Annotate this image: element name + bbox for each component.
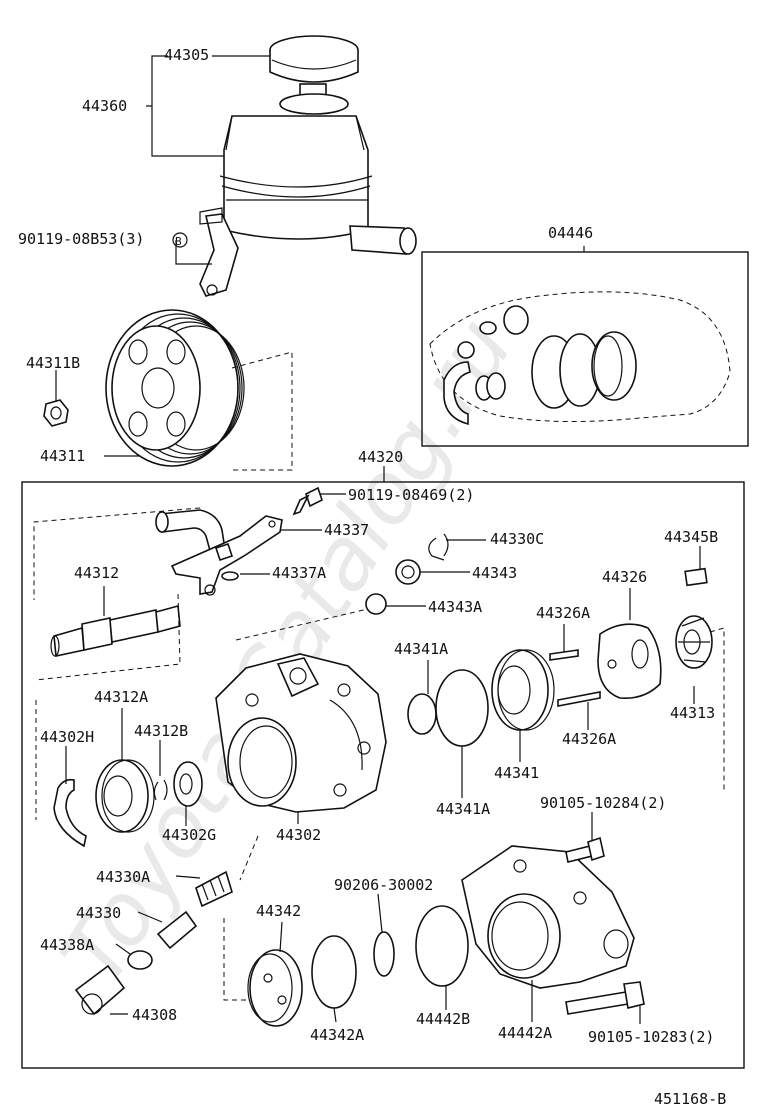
label-44341: 44341 bbox=[494, 764, 539, 782]
label-44326A-top: 44326A bbox=[536, 604, 590, 622]
dash-rear bbox=[223, 918, 248, 1001]
shaft-drawing bbox=[50, 604, 181, 657]
part-labels: 44305 44360 90119-08B53(3) B 44311B 4431… bbox=[18, 46, 726, 1108]
label-44345B: 44345B bbox=[664, 528, 718, 546]
label-44342: 44342 bbox=[256, 902, 301, 920]
bolt-90119-08469-drawing bbox=[292, 486, 323, 516]
side-plate-drawing bbox=[597, 623, 662, 700]
label-44311B: 44311B bbox=[26, 354, 80, 372]
label-90105-10284: 90105-10284(2) bbox=[540, 794, 666, 812]
label-44330A: 44330A bbox=[96, 868, 150, 886]
reservoir-tank-drawing bbox=[199, 35, 417, 297]
dash-left-top bbox=[33, 507, 201, 600]
label-04446: 04446 bbox=[548, 224, 593, 242]
label-44338A: 44338A bbox=[40, 936, 94, 954]
label-44337: 44337 bbox=[324, 521, 369, 539]
suction-port-drawing bbox=[155, 509, 283, 596]
bolt-90105-10284-drawing bbox=[565, 836, 605, 863]
label-44442B: 44442B bbox=[416, 1010, 470, 1028]
label-ref-B: B bbox=[175, 235, 182, 248]
label-44330C: 44330C bbox=[490, 530, 544, 548]
label-90105-10283: 90105-10283(2) bbox=[588, 1028, 714, 1046]
label-90206-30002: 90206-30002 bbox=[334, 876, 433, 894]
label-44311: 44311 bbox=[40, 447, 85, 465]
pulley-drawing bbox=[43, 309, 245, 467]
rear-body-drawing bbox=[247, 905, 469, 1027]
label-44313: 44313 bbox=[670, 704, 715, 722]
rotor-drawing bbox=[675, 567, 713, 669]
upper-middle-parts-drawing bbox=[365, 533, 489, 747]
label-44341A-top: 44341A bbox=[394, 640, 448, 658]
label-44302G: 44302G bbox=[162, 826, 216, 844]
cam-ring-drawing bbox=[491, 649, 555, 731]
label-90119-08B53: 90119-08B53(3) bbox=[18, 230, 144, 248]
label-44320: 44320 bbox=[358, 448, 403, 466]
label-44312B: 44312B bbox=[134, 722, 188, 740]
flow-valve-drawing bbox=[74, 870, 233, 1016]
label-44341A-bottom: 44341A bbox=[436, 800, 490, 818]
bolt-90105-10283-drawing bbox=[565, 981, 645, 1015]
rear-cover-drawing bbox=[461, 845, 635, 989]
label-44343: 44343 bbox=[472, 564, 517, 582]
label-44302: 44302 bbox=[276, 826, 321, 844]
diagram-id: 451168-B bbox=[654, 1090, 726, 1108]
label-44326A-bottom: 44326A bbox=[562, 730, 616, 748]
label-44312A: 44312A bbox=[94, 688, 148, 706]
pump-housing-drawing bbox=[215, 653, 387, 813]
label-44342A: 44342A bbox=[310, 1026, 364, 1044]
label-44337A: 44337A bbox=[272, 564, 326, 582]
bearing-drawing bbox=[53, 759, 203, 848]
pulley-dash bbox=[231, 351, 293, 471]
label-44360: 44360 bbox=[82, 97, 127, 115]
label-44312: 44312 bbox=[74, 564, 119, 582]
label-44343A: 44343A bbox=[428, 598, 482, 616]
label-44442A: 44442A bbox=[498, 1024, 552, 1042]
leader-lines bbox=[55, 55, 701, 1024]
label-44302H: 44302H bbox=[40, 728, 94, 746]
label-44305: 44305 bbox=[164, 46, 209, 64]
label-44326: 44326 bbox=[602, 568, 647, 586]
ref-circle-B bbox=[172, 232, 188, 248]
dash-right bbox=[709, 627, 725, 790]
label-90119-08469: 90119-08469(2) bbox=[348, 486, 474, 504]
seal-kit-frame bbox=[421, 251, 749, 447]
seal-kit-drawing bbox=[429, 291, 731, 426]
dash-valve bbox=[239, 835, 259, 881]
label-44330: 44330 bbox=[76, 904, 121, 922]
pins-drawing bbox=[549, 649, 601, 707]
pump-assy-frame bbox=[21, 481, 745, 1069]
dash-shaft bbox=[35, 593, 181, 681]
label-44308: 44308 bbox=[132, 1006, 177, 1024]
